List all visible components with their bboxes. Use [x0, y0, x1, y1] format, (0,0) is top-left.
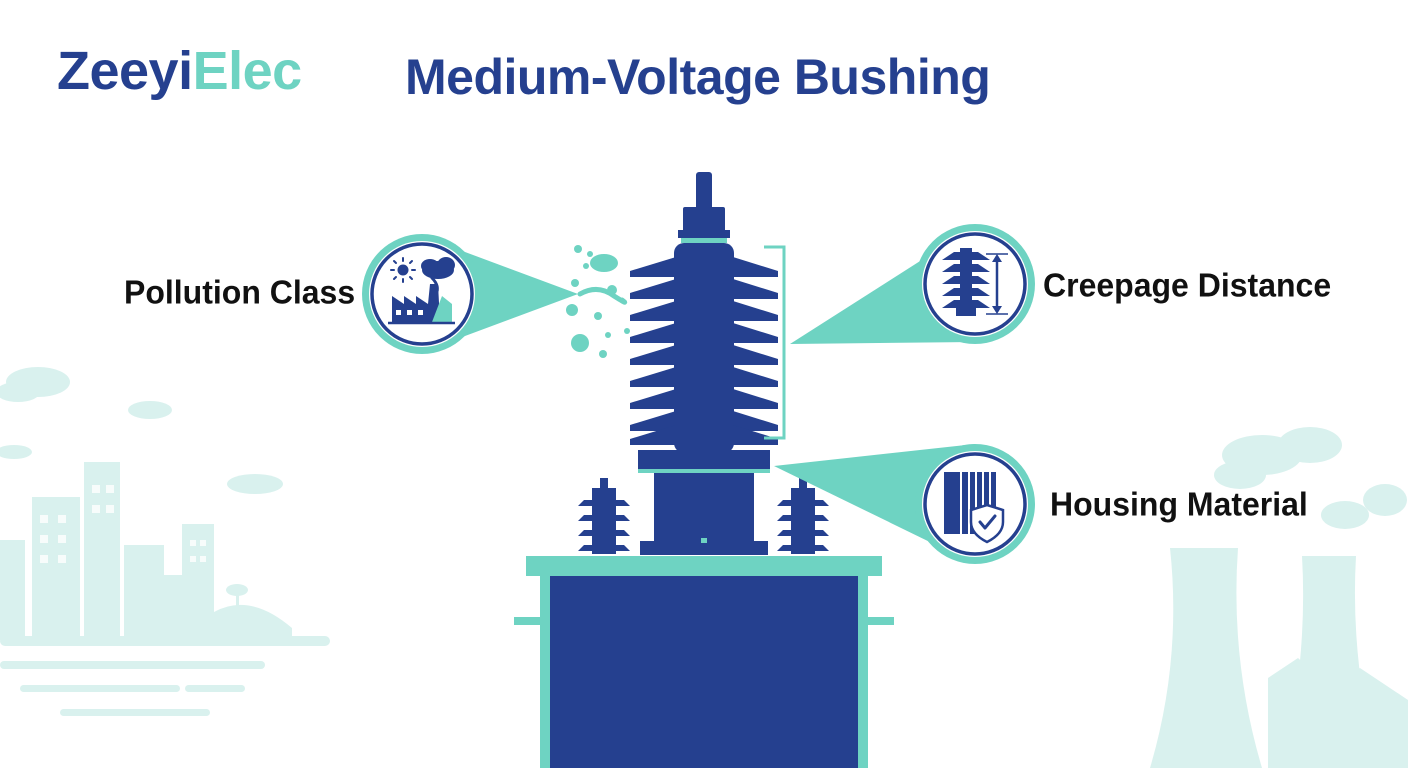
callout-label-creepage-distance: Creepage Distance: [1043, 266, 1332, 304]
shield-check-material-icon: [944, 472, 1005, 544]
main-bushing: [630, 172, 778, 555]
small-bushing-left: [578, 478, 630, 554]
pollution-particles: [566, 245, 630, 358]
factory-pollution-icon: [388, 257, 455, 325]
callout-housing-material: [774, 444, 1035, 564]
callout-pollution-class: [362, 234, 578, 354]
callout-label-pollution-class: Pollution Class: [124, 273, 356, 311]
cooling-towers-background: [1150, 427, 1408, 768]
creepage-bracket: [764, 245, 786, 440]
brand-logo: ZeeyiElec: [57, 44, 302, 98]
building-windows: [40, 485, 206, 563]
transformer-tank: [514, 556, 894, 768]
page-title: Medium-Voltage Bushing: [405, 49, 991, 105]
small-bushing-right: [777, 478, 829, 554]
bushing-sheds: [630, 257, 778, 445]
insulator-creepage-icon: [942, 248, 1008, 316]
city-skyline-background: [0, 367, 330, 716]
callout-label-housing-material: Housing Material: [1050, 485, 1308, 523]
brand-logo-part2: Elec: [192, 41, 303, 101]
callout-creepage-distance: [790, 224, 1035, 344]
brand-logo-part1: Zeeyi: [57, 41, 193, 101]
